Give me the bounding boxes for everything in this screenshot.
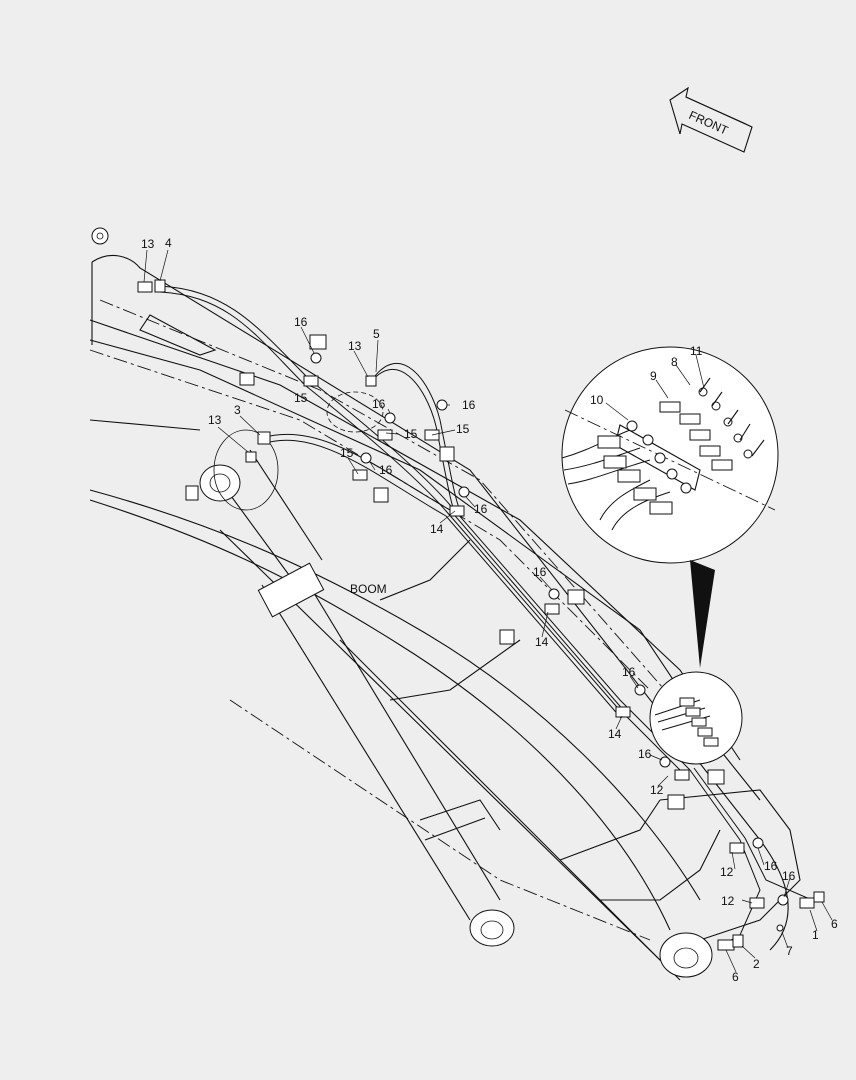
- boom-cylinder: [199, 429, 713, 978]
- callout-14: 14: [608, 727, 622, 741]
- callout-6: 6: [831, 917, 838, 931]
- callout-10: 10: [590, 393, 604, 407]
- callout-1: 1: [812, 928, 819, 942]
- callout-15: 15: [294, 391, 308, 405]
- callout-16: 16: [462, 398, 476, 412]
- callout-16: 16: [782, 869, 796, 883]
- front-arrow: FRONT: [669, 86, 753, 153]
- callout-12: 12: [650, 783, 664, 797]
- callout-16: 16: [638, 747, 652, 761]
- detail-view-small: [649, 671, 743, 765]
- callout-11: 11: [690, 344, 703, 358]
- callout-numbers: 13 4 16 15 13 5 16 15 16 15 13 3 15 16 1…: [141, 236, 838, 984]
- callout-2: 2: [753, 957, 760, 971]
- callout-5: 5: [373, 327, 380, 341]
- callout-15: 15: [404, 427, 418, 441]
- callout-16: 16: [764, 859, 778, 873]
- callout-15: 15: [340, 446, 354, 460]
- detail-view-large: [561, 346, 779, 564]
- callout-4: 4: [165, 236, 172, 250]
- callout-12: 12: [720, 865, 734, 879]
- callout-14: 14: [535, 635, 549, 649]
- callout-16: 16: [372, 397, 386, 411]
- boom-label: BOOM: [350, 582, 387, 596]
- leader-lines: [143, 249, 833, 973]
- callout-8: 8: [671, 355, 678, 369]
- callout-9: 9: [650, 369, 657, 383]
- callout-13: 13: [208, 413, 222, 427]
- callout-7: 7: [786, 944, 793, 958]
- callout-13: 13: [141, 237, 155, 251]
- callout-16: 16: [474, 502, 488, 516]
- callout-3: 3: [234, 403, 241, 417]
- callout-16: 16: [533, 565, 547, 579]
- callout-15: 15: [456, 422, 470, 436]
- front-arrow-label: FRONT: [687, 108, 731, 138]
- callout-13: 13: [348, 339, 362, 353]
- boom-body: [89, 227, 801, 981]
- clamp-parts: [137, 279, 825, 951]
- callout-16: 16: [379, 463, 393, 477]
- detail-pointer: [690, 560, 715, 668]
- callout-6: 6: [732, 970, 739, 984]
- callout-16: 16: [294, 315, 308, 329]
- callout-14: 14: [430, 522, 444, 536]
- callout-16: 16: [622, 665, 636, 679]
- callout-12: 12: [721, 894, 735, 908]
